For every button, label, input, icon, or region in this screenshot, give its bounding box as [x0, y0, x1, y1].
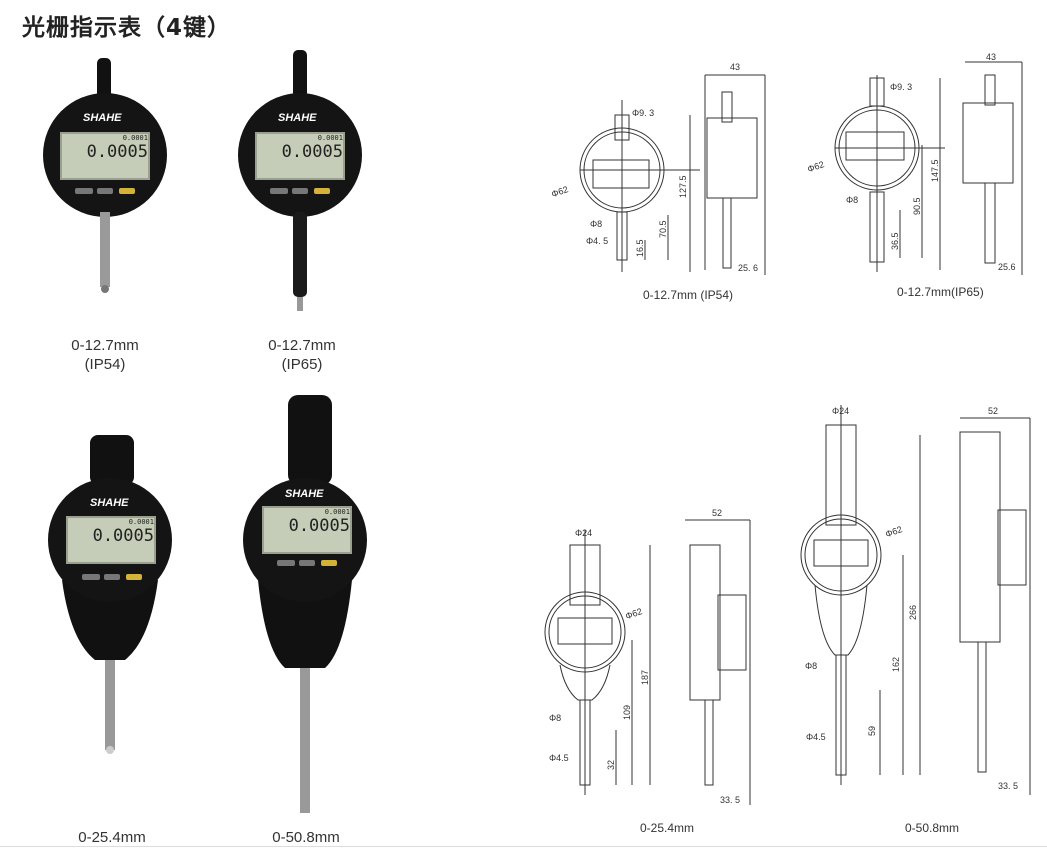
product-caption: 0-25.4mm: [78, 829, 146, 846]
dimension-label: 16.5: [635, 239, 645, 257]
dimension-label: 59: [867, 725, 877, 736]
dimension-label: 147.5: [930, 159, 940, 182]
dimension-label: Φ8: [805, 661, 818, 671]
dimension-label: Φ4.5: [806, 732, 826, 742]
dimension-label: Φ4. 5: [586, 236, 609, 246]
dimension-label: 33. 5: [720, 795, 741, 805]
drawing-caption: 0-50.8mm: [905, 821, 960, 835]
dimension-label: Φ24: [832, 406, 850, 416]
dimension-label: Φ8: [590, 219, 603, 229]
dimension-label: 109: [622, 704, 632, 720]
dimension-label: 43: [730, 62, 741, 72]
product-caption: 0-12.7mm(IP54): [71, 337, 139, 373]
brand-logo: SHAHE: [278, 112, 317, 124]
dimension-label: Φ9. 3: [632, 108, 655, 118]
product-caption: 0-12.7mm(IP65): [268, 337, 336, 373]
dimension-label: 43: [986, 52, 997, 62]
dimension-label: 36.5: [890, 232, 900, 250]
page-title: 光栅指示表（4键）: [22, 15, 232, 41]
dimension-label: 32: [606, 759, 616, 770]
dimension-label: 127.5: [678, 175, 688, 198]
gauge-photo-50: [243, 395, 367, 813]
dimension-label: 25.6: [998, 262, 1016, 272]
gauge-photo-25: [48, 435, 172, 754]
dimension-label: 266: [908, 604, 918, 620]
brand-logo: SHAHE: [83, 112, 122, 124]
dimension-label: 162: [891, 656, 901, 672]
dimension-label: 52: [988, 406, 999, 416]
dimension-label: 187: [640, 669, 650, 685]
drawing-caption: 0-12.7mm(IP65): [897, 285, 984, 299]
dimension-label: Φ4.5: [549, 753, 569, 763]
brand-logo: SHAHE: [285, 488, 324, 500]
dimension-label: Φ9. 3: [890, 82, 913, 92]
technical-drawings: [544, 61, 1031, 805]
dimension-label: Φ24: [575, 528, 593, 538]
dimension-label: 52: [712, 508, 723, 518]
dimension-label: 25. 6: [738, 263, 759, 273]
gauge-photo-ip65: [238, 50, 362, 311]
dimension-label: 90.5: [912, 197, 922, 215]
drawing-caption: 0-25.4mm: [640, 821, 695, 835]
dimension-label: Φ8: [846, 195, 859, 205]
divider: [0, 846, 1047, 847]
product-caption: 0-50.8mm: [272, 829, 340, 846]
dimension-label: 70.5: [658, 220, 668, 238]
dimension-label: 33. 5: [998, 781, 1019, 791]
brand-logo: SHAHE: [90, 497, 129, 509]
drawing-caption: 0-12.7mm (IP54): [643, 288, 734, 302]
dimension-label: Φ8: [549, 713, 562, 723]
